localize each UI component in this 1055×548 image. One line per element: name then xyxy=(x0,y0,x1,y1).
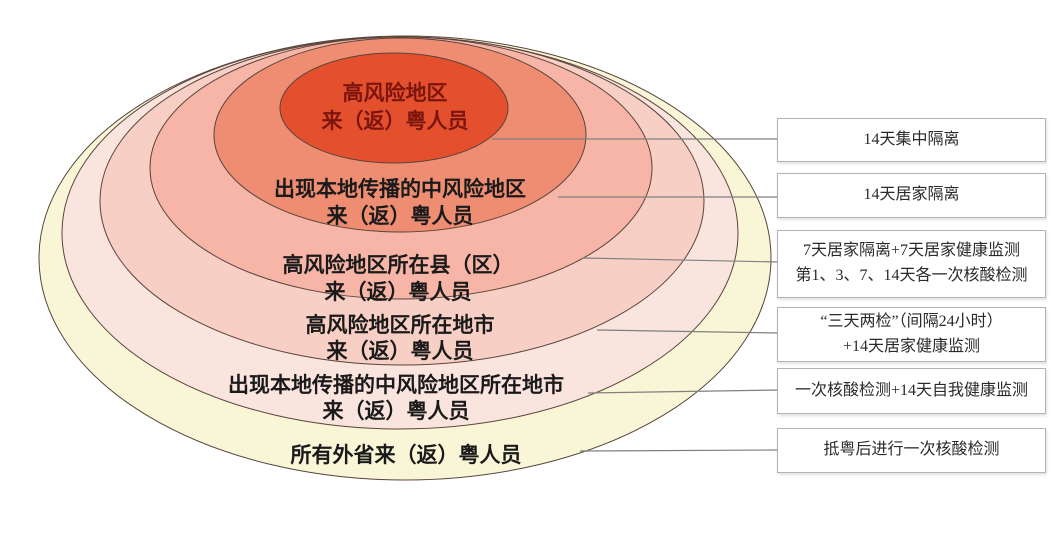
ring-4-label-line1: 高风险地区所在地市 xyxy=(306,313,495,337)
ring-1-ellipse xyxy=(279,52,509,164)
measure-box-1: 14天集中隔离 xyxy=(777,118,1046,162)
ring-5-label-line1: 出现本地传播的中风险地区所在地市 xyxy=(228,373,564,397)
ring-1-label-line1: 高风险地区 xyxy=(343,81,448,105)
measure-box-2-text: 14天居家隔离 xyxy=(863,186,960,204)
connector-line-5 xyxy=(587,389,780,394)
ring-3-label-line1: 高风险地区所在县（区） xyxy=(283,253,514,277)
ring-4-label-line2: 来（返）粤人员 xyxy=(327,339,474,363)
ring-1-label-line2: 来（返）粤人员 xyxy=(322,109,469,133)
measure-box-4-text-line1: “三天两检”（间隔24小时） xyxy=(820,312,1003,330)
ring-6-label-line1: 所有外省来（返）粤人员 xyxy=(291,443,522,467)
ring-3-label-line2: 来（返）粤人员 xyxy=(325,280,472,304)
connector-line-6 xyxy=(579,449,780,452)
measure-box-2: 14天居家隔离 xyxy=(777,173,1046,218)
measure-box-6-text: 抵粤后进行一次核酸检测 xyxy=(823,441,1000,459)
measure-box-4: “三天两检”（间隔24小时） +14天居家健康监测 xyxy=(777,307,1046,362)
measure-box-3-text-line2: 第1、3、7、14天各一次核酸检测 xyxy=(795,267,1028,284)
measure-box-3-text-line1: 7天居家隔离+7天居家健康监测 xyxy=(802,242,1021,260)
ring-5-label-line2: 来（返）粤人员 xyxy=(323,399,470,423)
connector-line-4 xyxy=(596,329,780,334)
measure-box-4-text-line2: +14天居家健康监测 xyxy=(842,337,981,355)
measure-box-5: 一次核酸检测+14天自我健康监测 xyxy=(777,368,1046,414)
measure-box-1-text: 14天集中隔离 xyxy=(863,130,960,148)
ring-2-label-line2: 来（返）粤人员 xyxy=(327,204,474,228)
measure-box-6: 抵粤后进行一次核酸检测 xyxy=(777,428,1046,473)
ring-2-label-line1: 出现本地传播的中风险地区 xyxy=(274,177,526,201)
measure-box-5-text: 一次核酸检测+14天自我健康监测 xyxy=(794,381,1029,399)
measure-box-3: 7天居家隔离+7天居家健康监测 第1、3、7、14天各一次核酸检测 xyxy=(777,230,1046,298)
connector-line-3 xyxy=(582,257,780,263)
